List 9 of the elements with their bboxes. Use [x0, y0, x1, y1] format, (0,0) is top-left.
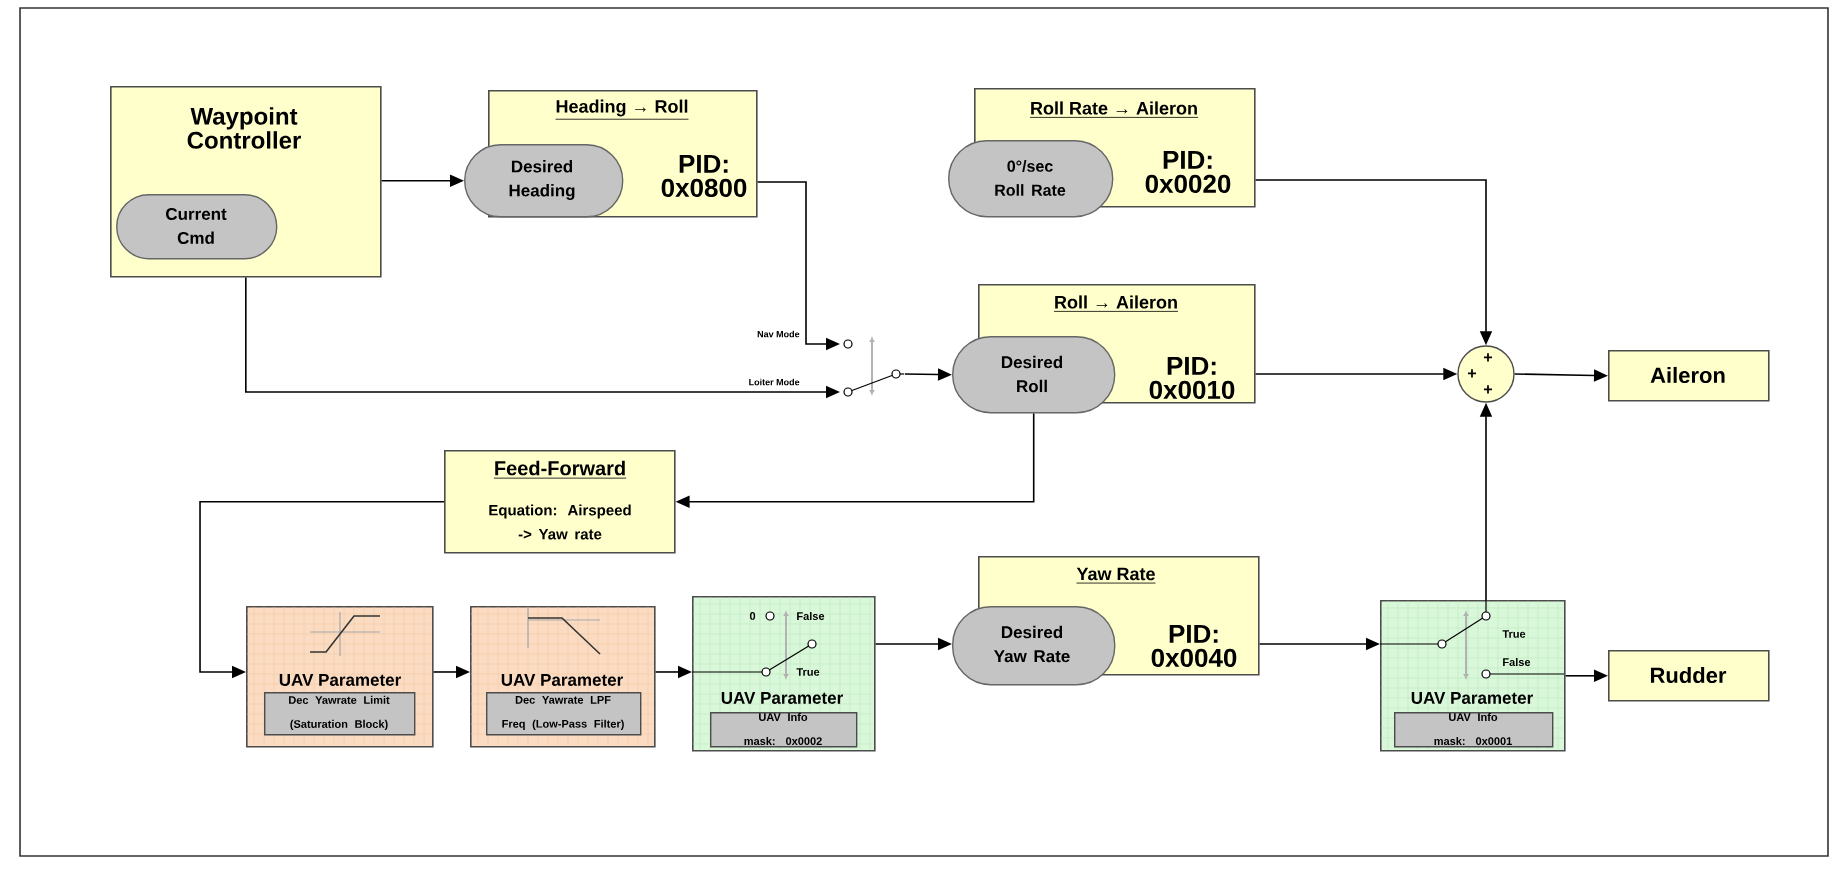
setpoint-pill: Desired Heading [464, 144, 624, 218]
switch-symbol [843, 337, 905, 397]
setpoint-pill: 0°/sec Roll Rate [948, 140, 1114, 218]
setpoint-pill: Desired Yaw Rate [952, 605, 1116, 686]
output-box: Aileron [1608, 350, 1770, 402]
command-pill: Current Cmd [116, 194, 278, 260]
summing-junction: + + + [1457, 345, 1515, 403]
setpoint-pill: Desired Roll [952, 336, 1116, 414]
output-box: Rudder [1608, 650, 1770, 702]
